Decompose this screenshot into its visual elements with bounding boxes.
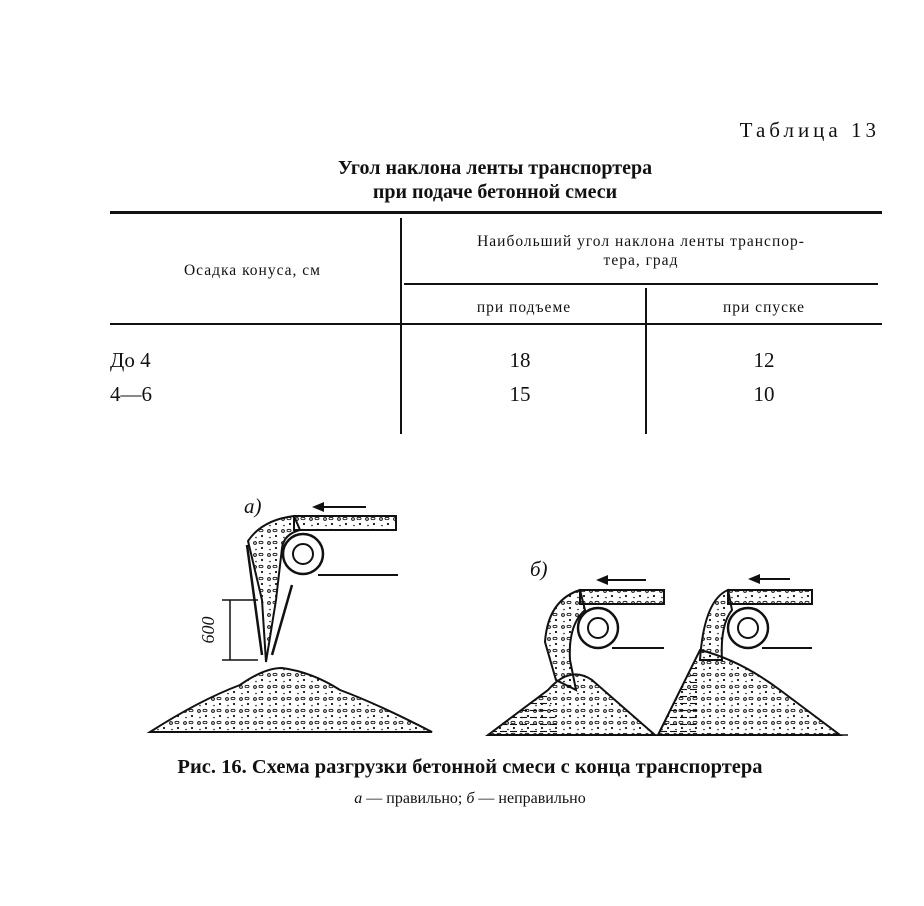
table-group-rule <box>404 283 878 285</box>
table-title-line-1: Угол наклона ленты транспортера <box>337 157 653 179</box>
drum <box>281 532 325 576</box>
belt-direction-arrow <box>312 502 366 512</box>
scheme-incorrect: б) <box>485 557 848 736</box>
header-max-angle-line-1: Наибольший угол наклона ленты транспор- <box>477 233 805 250</box>
table-title: Угол наклона ленты транспортера при пода… <box>110 156 880 204</box>
header-max-angle: Наибольший угол наклона ленты транспор- … <box>406 232 876 270</box>
header-down: при спуске <box>722 299 806 316</box>
table-divider-left <box>400 218 402 434</box>
header-max-angle-line-2: тера, град <box>603 252 679 269</box>
figure-caption: Рис. 16. Схема разгрузки бетонной смеси … <box>177 756 763 778</box>
table-title-line-2: при подаче бетонной смеси <box>372 181 618 203</box>
header-up: при подъеме <box>476 299 572 316</box>
conveyor-b2 <box>698 574 813 661</box>
table-row: 4—6 15 10 <box>110 382 882 410</box>
table-divider-mid <box>645 288 647 434</box>
concrete-pile-b2 <box>656 648 843 736</box>
cell-up: 15 <box>509 382 531 406</box>
label-a: а) <box>244 494 262 518</box>
conveyor-b1 <box>543 575 665 692</box>
concrete-pile <box>146 666 433 733</box>
legend-a: а <box>354 790 363 807</box>
cell-slump: До 4 <box>110 348 151 372</box>
table-label: Таблица 13 <box>739 118 880 142</box>
cell-down: 12 <box>753 348 775 372</box>
legend-a-text: — правильно; <box>362 790 467 807</box>
figure-legend: а — правильно; б — неправильно <box>100 790 840 808</box>
cell-down: 10 <box>753 382 775 406</box>
header-slump: Осадка конуса, см <box>183 262 321 279</box>
cell-up: 18 <box>509 348 531 372</box>
table-top-rule <box>110 211 882 214</box>
belt-material <box>293 515 397 531</box>
legend-b: б <box>466 790 475 807</box>
falling-stream <box>246 514 302 663</box>
dimension-600: 600 <box>198 599 258 661</box>
dimension-label: 600 <box>198 617 218 644</box>
legend-b-text: — неправильно <box>474 790 586 807</box>
label-b: б) <box>530 557 548 581</box>
table-row: До 4 18 12 <box>110 348 882 376</box>
table-header-rule <box>110 323 882 325</box>
scheme-correct: а) 600 <box>146 494 433 733</box>
cell-slump: 4—6 <box>110 382 152 406</box>
